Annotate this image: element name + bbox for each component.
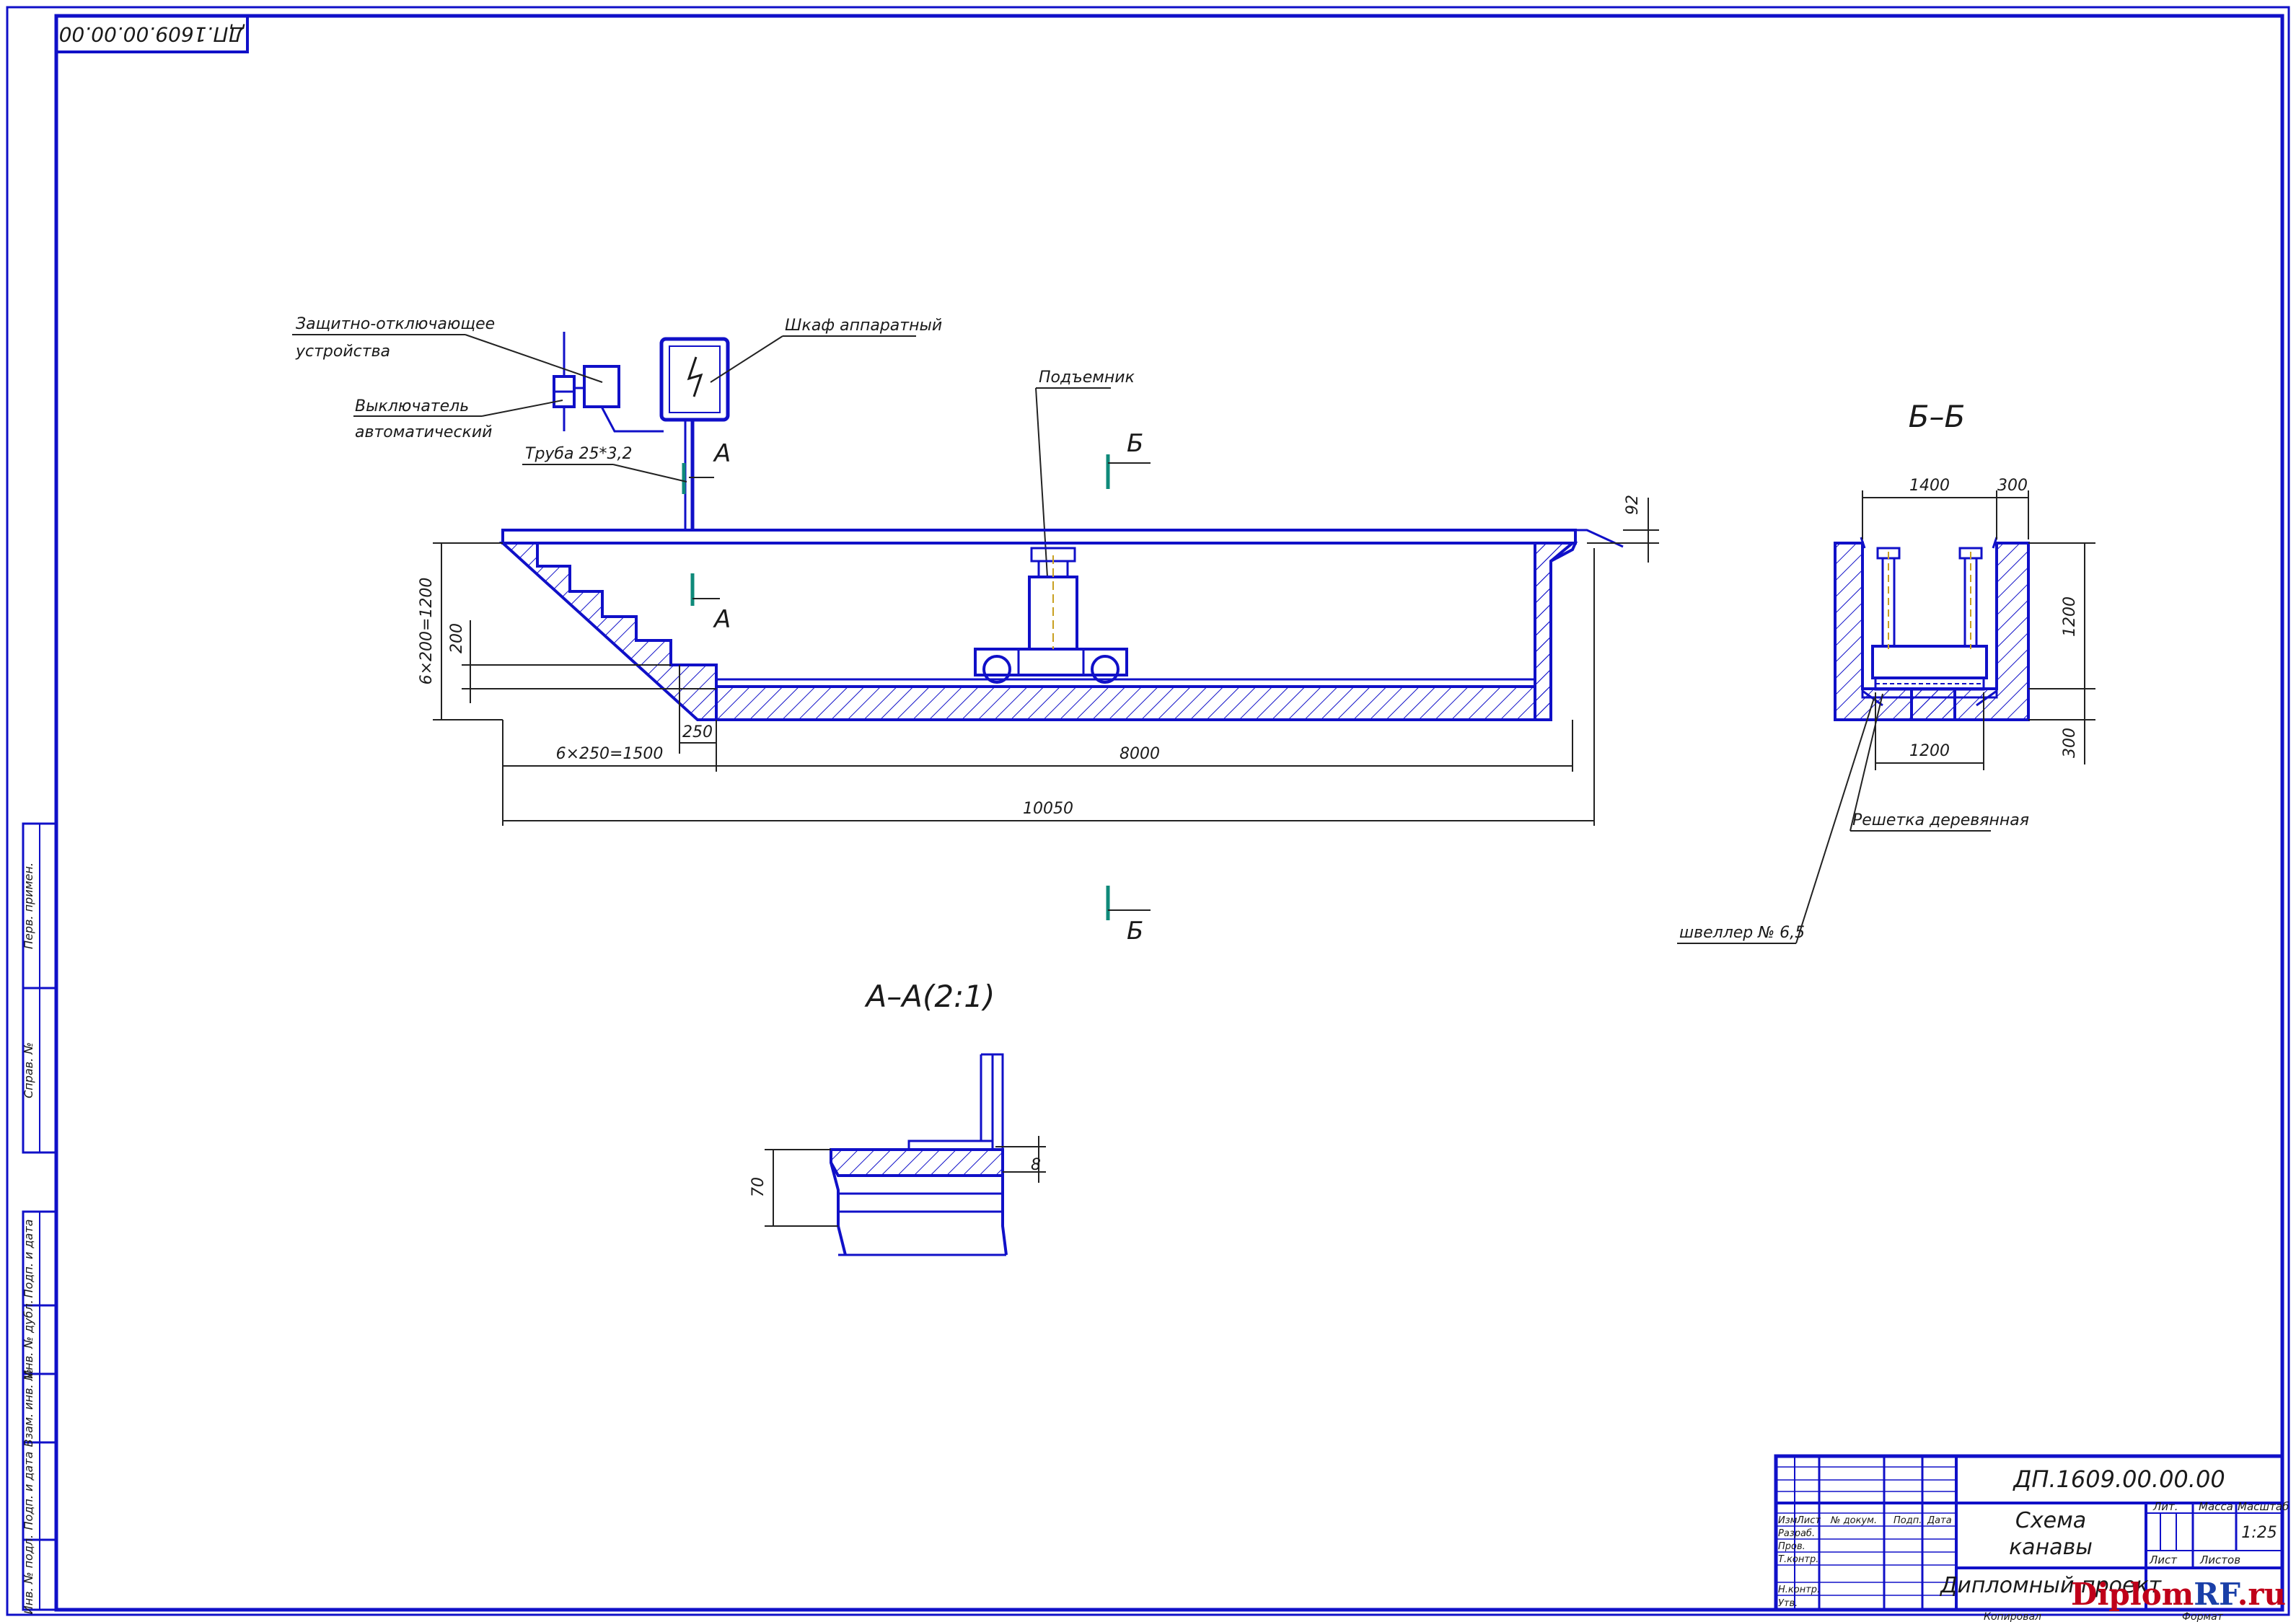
tb-col-izm: Изм: [1778, 1515, 1798, 1526]
label-protective-device-l1: Защитно-отключающее: [296, 315, 495, 333]
dim-aa-thickness: 8: [1031, 1156, 1041, 1174]
lift: [974, 547, 1128, 684]
label-pipe: Труба 25*3,2: [525, 445, 632, 463]
tb-format: Формат: [2182, 1611, 2224, 1622]
watermark-part2: RF: [2194, 1577, 2238, 1612]
label-protective-device-l2: устройства: [295, 343, 390, 361]
pit-right-wall: [1534, 542, 1578, 721]
section-mark-a-bottom: А: [713, 605, 731, 634]
section-aa-title: А–А(2:1): [864, 979, 995, 1014]
side-label-perv: Перв. примен.: [22, 863, 35, 949]
tb-row-nkontr: Н.контр.: [1778, 1584, 1820, 1595]
floor-slab: [501, 529, 1577, 545]
section-bb: Б–Б 1400 300 1200 300 1200 Ре: [1677, 399, 2095, 944]
tb-sheet: Лист: [2149, 1553, 2178, 1566]
dim-steps-height: 6×200=1200: [418, 578, 436, 685]
side-label-vzam: Взам. инв. №: [22, 1369, 35, 1447]
lift-wheel-right: [1091, 655, 1120, 684]
dim-bb-bottom: 300: [2061, 728, 2079, 758]
tb-row-prov: Пров.: [1778, 1541, 1805, 1552]
dim-top-offset: 92: [1624, 495, 1642, 515]
dim-steps-length: 6×250=1500: [556, 745, 664, 763]
side-label-sprav: Справ. №: [22, 1042, 35, 1098]
mirrored-stamp-code: ДП.1609.00.00.00: [59, 22, 246, 46]
lightning-icon: [687, 356, 703, 397]
inner-frame: [54, 14, 2284, 1612]
electrical-equipment: [553, 332, 730, 530]
breaker-box: [583, 365, 620, 408]
lift-wheel-left: [982, 655, 1011, 684]
mirrored-stamp: ДП.1609.00.00.00: [55, 14, 249, 53]
stairs: [498, 542, 718, 721]
label-channel: швеллер № 6,5: [1679, 924, 1805, 942]
side-stamp: Перв. примен. Справ. № Подп. и дата Инв.…: [22, 822, 58, 1614]
tb-scale-value: 1:25: [2241, 1524, 2277, 1542]
outer-border: [6, 6, 2290, 1616]
tb-title-l2: канавы: [2009, 1535, 2093, 1560]
tb-scale-label: Масштаб: [2238, 1500, 2289, 1513]
dim-pit-length: 8000: [1120, 745, 1160, 763]
label-grate: Решетка деревянная: [1852, 811, 2029, 829]
dim-step-height: 200: [448, 623, 466, 653]
section-mark-b-bottom: Б: [1127, 917, 1143, 946]
cabinet-box: [659, 337, 730, 422]
section-bb-title: Б–Б: [1909, 399, 1966, 434]
tb-col-date: Дата: [1927, 1515, 1952, 1526]
tb-col-sign: Подп.: [1893, 1515, 1922, 1526]
section-aa: А–А(2:1) 70 8: [749, 979, 1046, 1256]
pit-dimensions: 92 6×200=1200 200 250 6×250=1500 8000 10…: [418, 495, 1659, 826]
watermark-part3: .ru: [2237, 1577, 2286, 1612]
tb-copied: Копировал: [1984, 1611, 2041, 1622]
tb-mass: Масса: [2199, 1500, 2233, 1513]
aa-concrete: [830, 1148, 1004, 1177]
side-label-podp1: Подп. и дата: [22, 1220, 35, 1298]
tb-code: ДП.1609.00.00.00: [2012, 1465, 2225, 1493]
dim-bb-inner: 1200: [1909, 742, 1950, 760]
label-cabinet: Шкаф аппаратный: [785, 317, 942, 335]
tb-title-l1: Схема: [2015, 1508, 2086, 1533]
dim-bb-side: 300: [1997, 477, 2028, 495]
pit-floor: [715, 542, 1577, 721]
section-marks: А А Б Б: [689, 429, 1151, 946]
aa-angle-vertical: [991, 1053, 1004, 1151]
pit-longitudinal-section: [498, 529, 1624, 721]
title-block: Изм Лист № докум. Подп. Дата Разраб. Про…: [1774, 1454, 2289, 1622]
side-label-podl: Инв. № подл.: [22, 1535, 35, 1614]
side-label-dubl: Инв. № дубл.: [22, 1300, 35, 1378]
watermark: DiplomRF.ru: [2071, 1577, 2286, 1612]
watermark-part1: Diplom: [2071, 1577, 2194, 1612]
tb-row-razrab: Разраб.: [1778, 1528, 1815, 1539]
section-mark-b-top: Б: [1127, 429, 1143, 458]
label-breaker-l1: Выключатель: [355, 397, 469, 415]
label-breaker-l2: автоматический: [355, 423, 492, 441]
side-label-podp2: Подп. и дата: [22, 1452, 35, 1530]
electrical-labels: Защитно-отключающее устройства Выключате…: [292, 315, 1135, 578]
tb-col-list: Лист: [1796, 1515, 1821, 1526]
tb-lit: Лит.: [2152, 1500, 2178, 1513]
dim-bb-width: 1400: [1909, 477, 1950, 495]
dim-step-width: 250: [682, 723, 713, 741]
dim-aa-height: 70: [749, 1177, 767, 1197]
section-mark-a-top: А: [713, 439, 731, 468]
label-lift: Подъемник: [1039, 369, 1135, 387]
tb-row-utv: Утв.: [1778, 1598, 1798, 1609]
tb-row-tkontr: Т.контр.: [1778, 1554, 1818, 1565]
tb-project: Дипломный проект: [1939, 1573, 2163, 1598]
tb-col-doc: № докум.: [1830, 1515, 1877, 1526]
tb-sheets: Листов: [2199, 1553, 2240, 1566]
dim-bb-depth: 1200: [2061, 596, 2079, 637]
dim-total-length: 10050: [1023, 800, 1073, 818]
